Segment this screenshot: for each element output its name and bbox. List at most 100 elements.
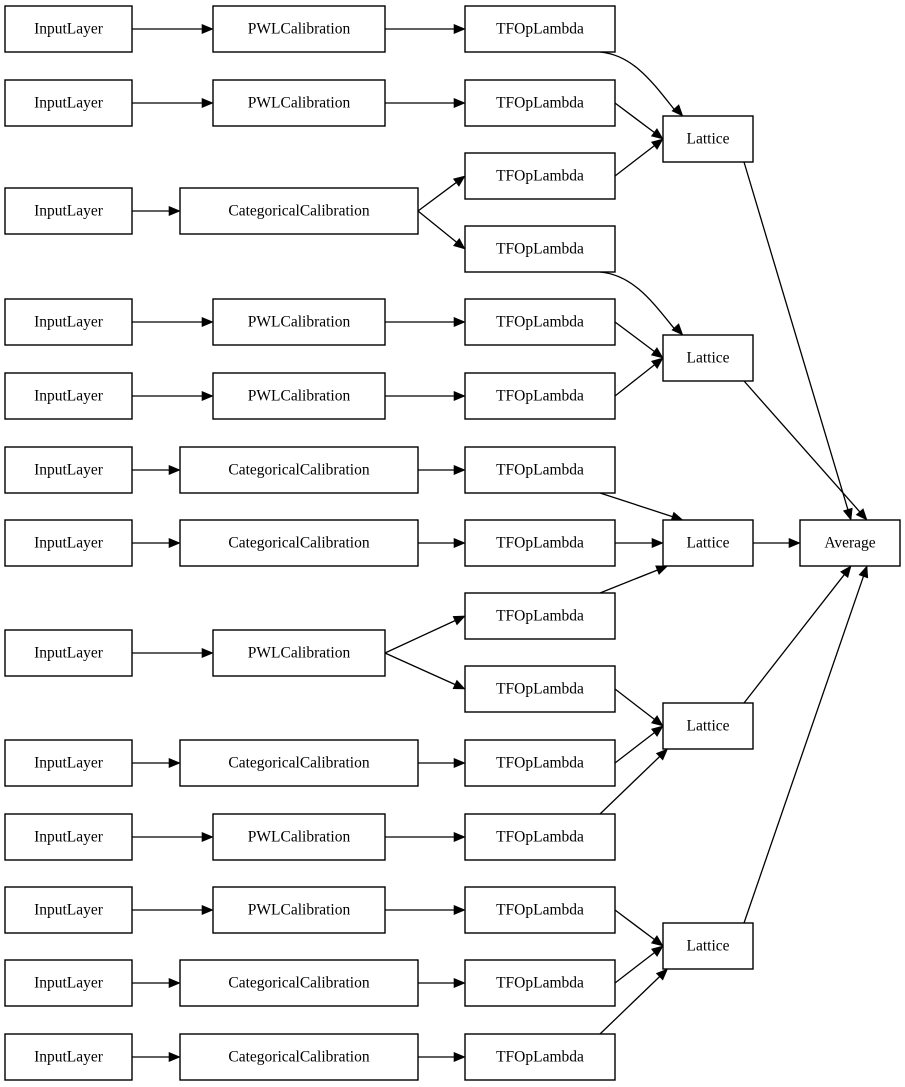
node-box[interactable]	[464, 225, 616, 273]
node-lam4-tfop-lambda[interactable]: TFOpLambda	[464, 225, 616, 273]
node-in8-input-layer[interactable]: InputLayer	[4, 629, 133, 677]
node-lat5-lattice[interactable]: Lattice	[662, 922, 754, 970]
node-in5-input-layer[interactable]: InputLayer	[4, 372, 133, 420]
node-box[interactable]	[179, 739, 419, 787]
node-box[interactable]	[4, 959, 133, 1007]
node-box[interactable]	[662, 922, 754, 970]
node-box[interactable]	[464, 886, 616, 934]
node-box[interactable]	[212, 372, 386, 420]
node-box[interactable]	[4, 629, 133, 677]
node-lat3-lattice[interactable]: Lattice	[662, 519, 754, 567]
node-box[interactable]	[662, 519, 754, 567]
node-box[interactable]	[179, 519, 419, 567]
node-lam7-tfop-lambda[interactable]: TFOpLambda	[464, 446, 616, 494]
node-cal1-pwlcalibration[interactable]: PWLCalibration	[212, 5, 386, 53]
node-box[interactable]	[464, 813, 616, 861]
node-lam3-tfop-lambda[interactable]: TFOpLambda	[464, 152, 616, 200]
node-cal8-pwlcalibration[interactable]: PWLCalibration	[212, 629, 386, 677]
node-lam1-tfop-lambda[interactable]: TFOpLambda	[464, 5, 616, 53]
node-box[interactable]	[179, 187, 419, 235]
node-in2-input-layer[interactable]: InputLayer	[4, 79, 133, 127]
node-box[interactable]	[212, 886, 386, 934]
node-box[interactable]	[662, 334, 754, 382]
node-cal10-pwlcalibration[interactable]: PWLCalibration	[212, 813, 386, 861]
node-cal2-pwlcalibration[interactable]: PWLCalibration	[212, 79, 386, 127]
node-cal9-categorical-calibration[interactable]: CategoricalCalibration	[179, 739, 419, 787]
node-box[interactable]	[464, 5, 616, 53]
node-in11-input-layer[interactable]: InputLayer	[4, 886, 133, 934]
arrowhead-icon	[650, 945, 664, 957]
node-box[interactable]	[662, 702, 754, 750]
node-lat4-lattice[interactable]: Lattice	[662, 702, 754, 750]
node-box[interactable]	[4, 5, 133, 53]
node-cal6-categorical-calibration[interactable]: CategoricalCalibration	[179, 446, 419, 494]
node-lat2-lattice[interactable]: Lattice	[662, 334, 754, 382]
node-box[interactable]	[464, 739, 616, 787]
node-box[interactable]	[662, 115, 754, 163]
node-in7-input-layer[interactable]: InputLayer	[4, 519, 133, 567]
node-in10-input-layer[interactable]: InputLayer	[4, 813, 133, 861]
node-cal3-categorical-calibration[interactable]: CategoricalCalibration	[179, 187, 419, 235]
node-box[interactable]	[4, 372, 133, 420]
node-lam12-tfop-lambda[interactable]: TFOpLambda	[464, 813, 616, 861]
node-lam11-tfop-lambda[interactable]: TFOpLambda	[464, 739, 616, 787]
node-in9-input-layer[interactable]: InputLayer	[4, 739, 133, 787]
node-box[interactable]	[212, 79, 386, 127]
node-box[interactable]	[179, 446, 419, 494]
node-box[interactable]	[464, 519, 616, 567]
node-box[interactable]	[464, 959, 616, 1007]
node-lam10-tfop-lambda[interactable]: TFOpLambda	[464, 665, 616, 713]
arrowhead-icon	[671, 104, 684, 117]
node-in6-input-layer[interactable]: InputLayer	[4, 446, 133, 494]
node-box[interactable]	[464, 372, 616, 420]
node-cal7-categorical-calibration[interactable]: CategoricalCalibration	[179, 519, 419, 567]
node-box[interactable]	[799, 519, 901, 567]
node-box[interactable]	[464, 79, 616, 127]
node-cal11-pwlcalibration[interactable]: PWLCalibration	[212, 886, 386, 934]
node-box[interactable]	[212, 813, 386, 861]
node-in3-input-layer[interactable]: InputLayer	[4, 187, 133, 235]
node-box[interactable]	[464, 446, 616, 494]
node-box[interactable]	[212, 5, 386, 53]
arrowhead-icon	[453, 23, 466, 35]
node-lam5-tfop-lambda[interactable]: TFOpLambda	[464, 298, 616, 346]
node-cal13-categorical-calibration[interactable]: CategoricalCalibration	[179, 1033, 419, 1081]
node-box[interactable]	[464, 1033, 616, 1081]
node-box[interactable]	[4, 813, 133, 861]
node-in13-input-layer[interactable]: InputLayer	[4, 1033, 133, 1081]
node-lam14-tfop-lambda[interactable]: TFOpLambda	[464, 959, 616, 1007]
node-box[interactable]	[4, 1033, 133, 1081]
edge-tfop-lambda-to-lattice	[599, 756, 661, 815]
node-box[interactable]	[4, 446, 133, 494]
node-cal5-pwlcalibration[interactable]: PWLCalibration	[212, 372, 386, 420]
node-box[interactable]	[4, 886, 133, 934]
node-lam13-tfop-lambda[interactable]: TFOpLambda	[464, 886, 616, 934]
node-lam15-tfop-lambda[interactable]: TFOpLambda	[464, 1033, 616, 1081]
node-box[interactable]	[179, 959, 419, 1007]
node-box[interactable]	[4, 519, 133, 567]
node-lam9-tfop-lambda[interactable]: TFOpLambda	[464, 592, 616, 640]
node-box[interactable]	[4, 187, 133, 235]
node-box[interactable]	[464, 298, 616, 346]
node-lam8-tfop-lambda[interactable]: TFOpLambda	[464, 519, 616, 567]
node-lam2-tfop-lambda[interactable]: TFOpLambda	[464, 79, 616, 127]
node-box[interactable]	[179, 1033, 419, 1081]
node-box[interactable]	[4, 79, 133, 127]
node-box[interactable]	[4, 739, 133, 787]
node-in1-input-layer[interactable]: InputLayer	[4, 5, 133, 53]
arrowhead-icon	[201, 831, 214, 843]
arrowhead-icon	[651, 357, 664, 369]
node-in12-input-layer[interactable]: InputLayer	[4, 959, 133, 1007]
node-cal4-pwlcalibration[interactable]: PWLCalibration	[212, 298, 386, 346]
node-cal12-categorical-calibration[interactable]: CategoricalCalibration	[179, 959, 419, 1007]
node-avg-average[interactable]: Average	[799, 519, 901, 567]
node-in4-input-layer[interactable]: InputLayer	[4, 298, 133, 346]
node-box[interactable]	[464, 665, 616, 713]
node-box[interactable]	[464, 152, 616, 200]
node-box[interactable]	[212, 629, 386, 677]
node-box[interactable]	[464, 592, 616, 640]
node-box[interactable]	[4, 298, 133, 346]
node-box[interactable]	[212, 298, 386, 346]
node-lam6-tfop-lambda[interactable]: TFOpLambda	[464, 372, 616, 420]
node-lat1-lattice[interactable]: Lattice	[662, 115, 754, 163]
